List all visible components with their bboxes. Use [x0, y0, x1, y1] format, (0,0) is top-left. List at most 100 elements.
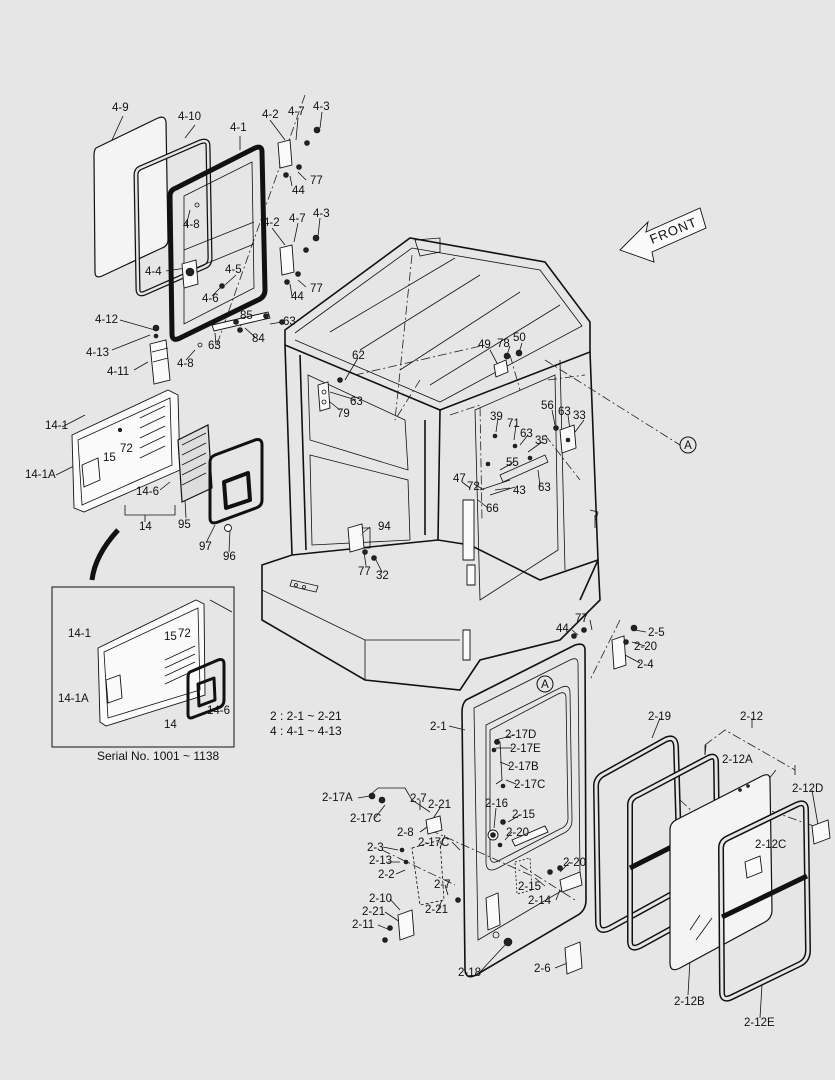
callout-label: 4-13: [86, 347, 109, 359]
callout-label: 2-10: [369, 893, 392, 905]
callout-label: 4-2: [262, 109, 279, 121]
callout-label: 71: [507, 418, 520, 430]
callout-label: 14-1: [68, 628, 91, 640]
callout-label: 77: [310, 175, 323, 187]
callout-label: 97: [199, 541, 212, 553]
callout-label: 2-19: [648, 711, 671, 723]
window-assembly-4: [93, 116, 321, 385]
callout-label: 4-1: [230, 122, 247, 134]
callout-label: 63: [283, 316, 296, 328]
callout-label: 43: [513, 485, 526, 497]
callout-label: 4-7: [288, 106, 305, 118]
cab-small-parts: [317, 349, 577, 561]
callout-label: 96: [223, 551, 236, 563]
glass-pane-4-9: [93, 116, 169, 278]
callout-label: 15: [164, 631, 177, 643]
callout-label: 2-12C: [755, 839, 786, 851]
marker-a-door-label: A: [541, 679, 549, 691]
door-window-assembly-2-12: [593, 735, 831, 1002]
callout-label: 72: [178, 628, 191, 640]
rear-cover-14: [71, 389, 264, 581]
weatherstrip-2-19: [593, 735, 683, 933]
callout-label: 4-10: [178, 111, 201, 123]
callout-label: 2-15: [512, 809, 535, 821]
callout-label: 77: [575, 613, 588, 625]
callout-label: 2-20: [634, 641, 657, 653]
callout-label: 2-13: [369, 855, 392, 867]
marker-a-top-label: A: [684, 440, 692, 452]
callout-label: 4-8: [183, 219, 200, 231]
callout-label: 15: [103, 452, 116, 464]
callout-label: 2-4: [637, 659, 654, 671]
callout-label: 50: [513, 332, 526, 344]
serial-inset-panel: [51, 586, 235, 748]
callout-label: 14: [139, 521, 152, 533]
callout-label: 56: [541, 400, 554, 412]
callout-label: 47: [453, 473, 466, 485]
callout-label: 2-12E: [744, 1017, 775, 1029]
callout-label: 94: [378, 521, 391, 533]
callout-label: 32: [376, 570, 389, 582]
door-assembly-2: [368, 624, 638, 978]
callout-label: 4-2: [263, 217, 280, 229]
callout-label: 2-7: [434, 879, 451, 891]
callout-label: 4-3: [313, 208, 330, 220]
window-frame-4-1: [167, 144, 268, 342]
callout-label: 2-11: [352, 919, 374, 931]
callout-label: 14: [164, 719, 177, 731]
callout-label: 2-16: [485, 798, 508, 810]
callout-label: 2-14: [528, 895, 552, 907]
callout-label: 44: [556, 623, 569, 635]
callout-label: 63: [520, 428, 533, 440]
callout-label: 2-15: [518, 881, 541, 893]
callout-label: 14-1A: [25, 469, 56, 481]
callout-label: 2-20: [563, 857, 586, 869]
callout-label: 2-5: [648, 627, 665, 639]
callout-label: 4-4: [145, 266, 162, 278]
callout-label: 4-9: [112, 102, 129, 114]
callout-label: 2-8: [397, 827, 414, 839]
assembly-note: 2 : 2-1 ~ 2-21 4 : 4-1 ~ 4-13: [270, 709, 342, 738]
callout-label: 62: [352, 350, 365, 362]
callout-label: 2-17C: [418, 837, 449, 849]
callout-label: 33: [573, 410, 586, 422]
callout-label: 2-12A: [722, 754, 753, 766]
callout-label: 2-20: [506, 827, 529, 839]
callout-label: 77: [358, 566, 371, 578]
callout-label: 2-7: [410, 793, 427, 805]
callout-label: 4-8: [177, 358, 194, 370]
callout-label: 2-21: [428, 799, 451, 811]
callout-label: 4-6: [202, 293, 219, 305]
callout-label: 35: [535, 435, 548, 447]
callout-label: 2-6: [534, 963, 551, 975]
cab-body: [261, 237, 601, 691]
callout-labels: 4-9 4-10 4-1 4-2 4-7 4-3 77 44 4-8 4-2 4…: [25, 101, 823, 1029]
callout-label: 44: [292, 185, 305, 197]
reference-marker-a-top: A: [679, 436, 697, 454]
callout-label: 2-17E: [510, 743, 541, 755]
callout-label: 85: [240, 310, 253, 322]
callout-label: 14-1A: [58, 693, 89, 705]
front-direction-arrow: FRONT: [619, 207, 707, 263]
callout-label: 72: [467, 481, 480, 493]
callout-label: 2-21: [425, 904, 448, 916]
callout-label: 14-6: [136, 486, 159, 498]
callout-label: 78: [497, 338, 510, 350]
callout-label: 2-12B: [674, 996, 705, 1008]
callout-label: 2-18: [458, 967, 481, 979]
callout-label: 2-17C: [514, 779, 545, 791]
callout-label: 2-12D: [792, 783, 823, 795]
callout-label: 4-12: [95, 314, 118, 326]
callout-label: 66: [486, 503, 499, 515]
note-line-2: 4 : 4-1 ~ 4-13: [270, 724, 342, 738]
callout-label: 2-1: [430, 721, 447, 733]
callout-label: 63: [208, 340, 221, 352]
callout-label: 49: [478, 339, 491, 351]
leader-lines: [55, 111, 819, 1019]
callout-label: 2-17A: [322, 792, 353, 804]
callout-label: 95: [178, 519, 191, 531]
note-line-1: 2 : 2-1 ~ 2-21: [270, 709, 342, 723]
callout-label: 2-21: [362, 906, 385, 918]
callout-label: 77: [310, 283, 323, 295]
